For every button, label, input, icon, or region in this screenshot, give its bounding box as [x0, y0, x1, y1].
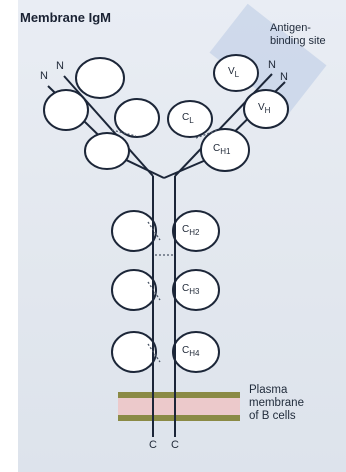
- membrane-label-line2: membrane: [249, 397, 304, 409]
- left-ch4-domain: [111, 331, 157, 373]
- antigen-binding-site-label: Antigen- binding site: [270, 22, 346, 48]
- left-ch3-domain: [111, 269, 157, 311]
- vh-label: VH: [258, 102, 271, 115]
- right-cl-domain: [167, 100, 213, 138]
- disulfide-bonds: [111, 129, 219, 363]
- right-ch1-domain: [200, 128, 250, 172]
- vl-label: VL: [228, 66, 240, 79]
- ch1-label: CH1: [213, 143, 231, 156]
- antigen-label-line1: Antigen-: [270, 22, 311, 34]
- left-cl-domain: [84, 132, 130, 170]
- left-ch1-domain: [114, 98, 160, 138]
- diagram-title: Membrane IgM: [20, 10, 112, 25]
- n-terminus-right-outer: N: [280, 71, 288, 83]
- n-terminus-left-outer: N: [40, 70, 48, 82]
- ch4-label: CH4: [182, 345, 200, 358]
- plasma-membrane: [118, 392, 240, 421]
- left-ch2-domain: [111, 210, 157, 252]
- chain-overlay: [152, 210, 176, 372]
- ch3-label: CH3: [182, 283, 200, 296]
- n-terminus-left-inner: N: [56, 60, 64, 72]
- left-vl-domain: [43, 89, 89, 131]
- c-terminus-right: C: [171, 439, 179, 451]
- right-vl-domain: [213, 54, 259, 92]
- scan-edge: [0, 0, 18, 472]
- antigen-site-highlight: [209, 3, 327, 115]
- plasma-membrane-label: Plasma membrane of B cells: [249, 384, 304, 423]
- c-terminus-left: C: [149, 439, 157, 451]
- right-ch3-domain: [172, 269, 220, 311]
- n-terminus-right-inner: N: [268, 59, 276, 71]
- left-vh-domain: [75, 57, 125, 99]
- membrane-label-line1: Plasma: [249, 384, 288, 396]
- membrane-label-line3: of B cells: [249, 410, 296, 422]
- cl-label: CL: [182, 112, 194, 125]
- ch2-label: CH2: [182, 224, 200, 237]
- right-ch4-domain: [172, 331, 220, 373]
- antigen-label-line2: binding site: [270, 35, 326, 47]
- right-ch2-domain: [172, 210, 220, 252]
- right-vh-domain: [243, 89, 289, 129]
